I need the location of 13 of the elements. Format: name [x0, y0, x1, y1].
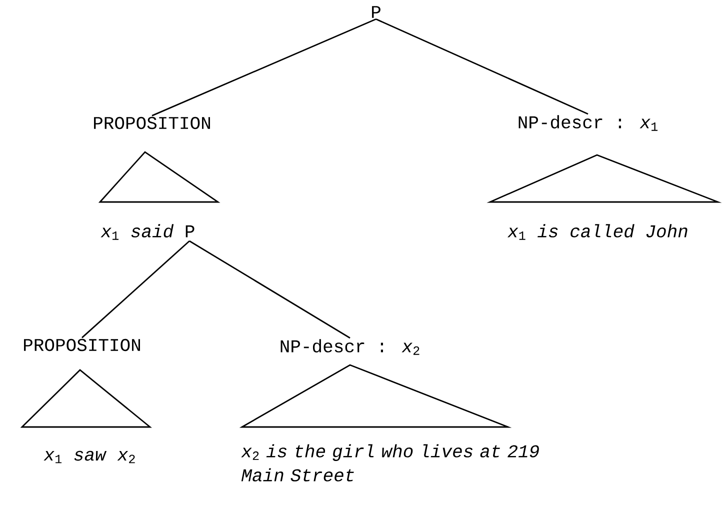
tree-label: NP-descr : x$_{1}$ [518, 115, 658, 131]
tree-label: PROPOSITION [94, 116, 210, 130]
leaf-text: x$_{1}$ said P [100, 224, 194, 240]
leaf-text: x$_{2}$ is the girl who lives at 219 Main Street [241, 444, 539, 482]
tree-label: NP-descr : x$_{2}$ [280, 339, 420, 355]
tree-branch [189, 240, 350, 339]
tree-branch [82, 240, 190, 338]
tree-label: PROPOSITION [24, 338, 140, 352]
tree-label: P [372, 6, 380, 18]
tree-branch [376, 18, 588, 115]
leaf-text: x$_{1}$ is called John [507, 224, 688, 240]
tree-branch [152, 18, 376, 116]
leaf-text: x$_{1}$ saw x$_{2}$ [44, 450, 135, 464]
